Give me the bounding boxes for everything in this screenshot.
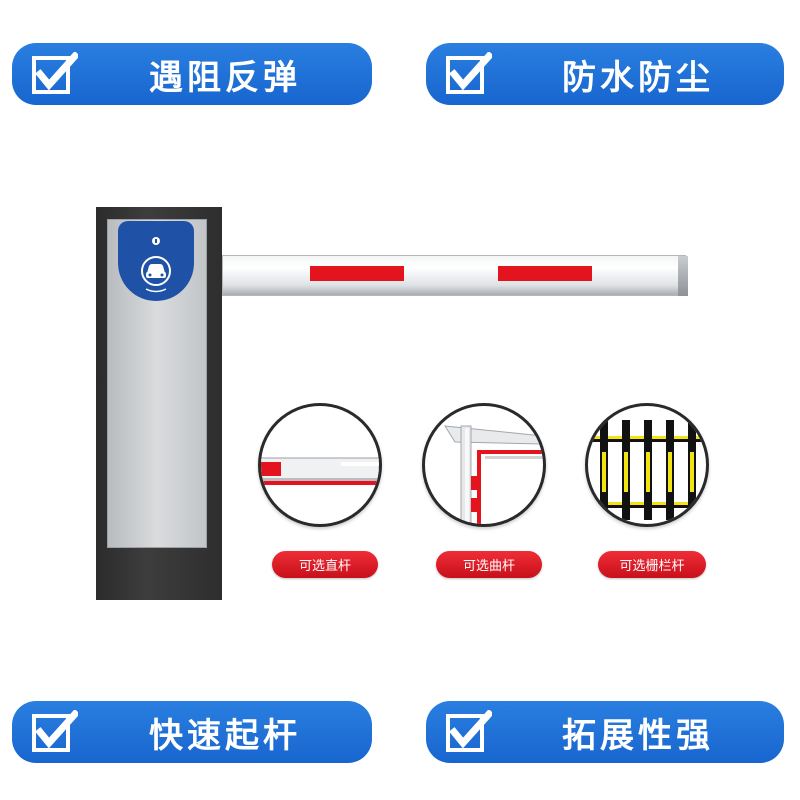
- feature-badge-expandable: 拓展性强: [426, 701, 784, 763]
- feature-label: 遇阻反弹: [149, 57, 301, 98]
- option-tag-straight: 可选直杆: [272, 551, 378, 578]
- check-box-icon: [32, 710, 78, 752]
- feature-badge-waterproof: 防水防尘: [426, 43, 784, 105]
- curved-arm-icon: [444, 425, 543, 524]
- option-tag-fence: 可选栅栏杆: [598, 551, 706, 578]
- feature-label: 拓展性强: [562, 715, 714, 756]
- feature-badge-fast-lift: 快速起杆: [12, 701, 372, 763]
- barrier-cabinet: [96, 207, 222, 600]
- feature-label: 快速起杆: [149, 715, 301, 756]
- straight-arm-thumbnail: [258, 403, 382, 527]
- check-box-icon: [32, 52, 78, 94]
- option-tag-curved: 可选曲杆: [436, 551, 542, 578]
- barrier-arm: [222, 255, 686, 296]
- car-icon: [141, 237, 171, 293]
- fence-arm-thumbnail: [585, 403, 709, 527]
- straight-arm-icon: [261, 457, 379, 485]
- fence-arm-icon: [588, 420, 706, 520]
- check-box-icon: [446, 52, 492, 94]
- cabinet-control-panel: [118, 221, 194, 301]
- arm-red-stripe: [310, 266, 404, 281]
- check-box-icon: [446, 710, 492, 752]
- curved-arm-thumbnail: [422, 403, 546, 527]
- feature-badge-rebound: 遇阻反弹: [12, 43, 372, 105]
- arm-red-stripe: [498, 266, 592, 281]
- feature-label: 防水防尘: [562, 57, 714, 98]
- barrier-arm-end-cap: [678, 256, 688, 296]
